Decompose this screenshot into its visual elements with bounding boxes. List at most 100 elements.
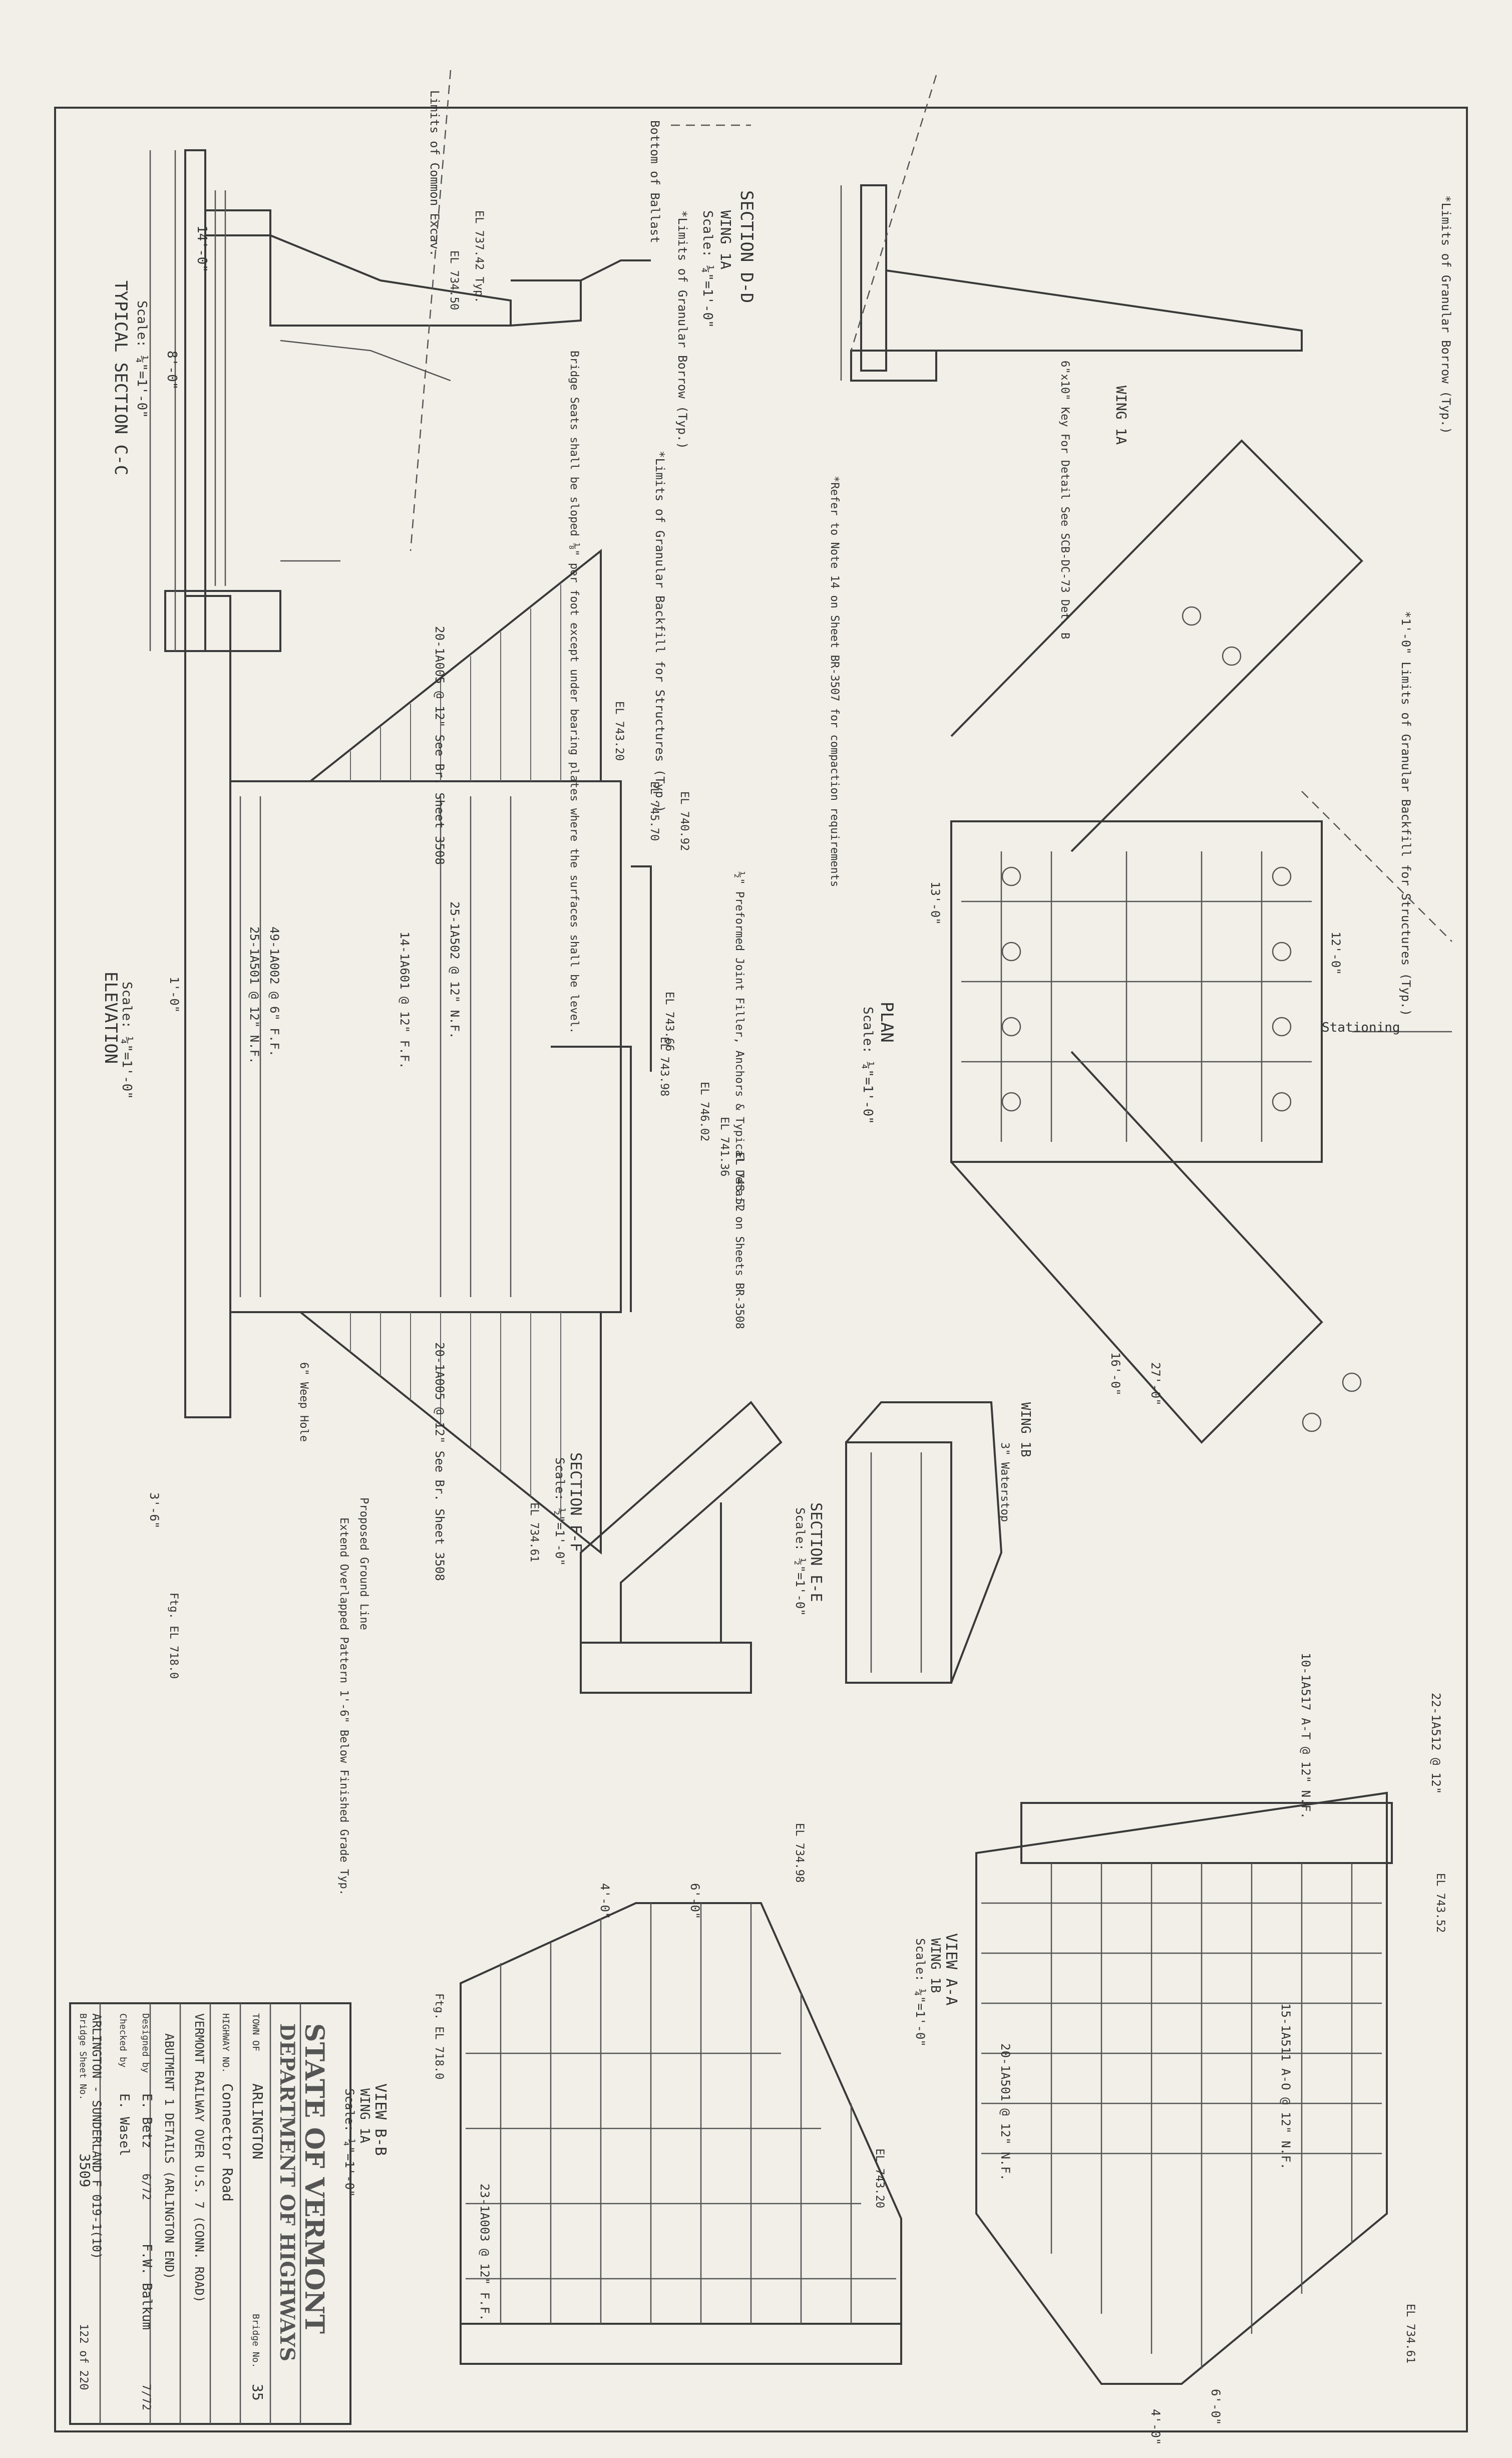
note-limits-excav: Limits of Common Excav.	[428, 90, 442, 256]
section-ee: SECTION E-E Scale: ½"=1'-0" WING 1B 3" W…	[793, 1401, 1033, 1684]
section-ff-title: SECTION F-F	[567, 1452, 584, 1552]
el-743-20b: EL 743.20	[873, 2148, 886, 2208]
wing-1b-label: WING 1B	[1018, 1402, 1033, 1457]
elevation-title: ELEVATION	[101, 972, 121, 1064]
note-granular-borrow-2: *Limits of Granular Borrow (Typ.)	[1439, 195, 1453, 434]
ftg-718-b: Ftg. EL 718.0	[433, 1993, 445, 2079]
rebar-r3: 25-1A502 @ 12" N.F.	[448, 901, 462, 1039]
section-dd-scale: Scale: ¼"=1'-0"	[700, 210, 715, 328]
rebar-r5: 20-1A005 @ 12" See Br. Sheet 3508	[433, 626, 447, 865]
tb-date2: 7/72	[140, 2384, 152, 2410]
tb-project: VERMONT RAILWAY OVER U.S. 7 (CONN. ROAD)	[192, 2013, 206, 2303]
section-ff: SECTION F-F Scale: ½"=1'-0"	[553, 1401, 783, 1694]
tb-detail: ABUTMENT 1 DETAILS (ARLINGTON END)	[162, 2033, 176, 2279]
tb-approved: F.W. Balkum	[139, 2244, 154, 2330]
note-waterstop: 3" Waterstop	[998, 1442, 1011, 1522]
rebar-r9: 20-1A501 @ 12" N.F.	[998, 2043, 1012, 2181]
rebar-r7: 10-1A517 A-T @ 12" N.F.	[1299, 1653, 1313, 1819]
view-bb-sub: WING 1A	[357, 2088, 372, 2143]
tb-highway: Connector Road	[219, 2083, 236, 2202]
tb-town-label: TOWN OF	[250, 2013, 261, 2051]
elevation: ELEVATION Scale: ¼"=1'-0" 49-1A002 @ 6" …	[101, 548, 745, 1896]
tb-date1: 6/72	[140, 2174, 152, 2200]
note-granular-backfill-plan: *1'-0" Limits of Granular Backfill for S…	[1399, 611, 1413, 1016]
view-aa-title: VIEW A-A	[942, 1933, 960, 2006]
dim-3-6: 3'-6"	[147, 1492, 161, 1528]
tb-checked-label: Checked by	[118, 2013, 128, 2068]
section-ee-title: SECTION E-E	[807, 1502, 825, 1602]
stationing-label: Stationing	[1322, 1020, 1400, 1035]
dim-13ft-a: 13'-0"	[928, 881, 942, 925]
wing-1a-section: WING 1A 6"x10" Key For Detail See SCB-DC…	[840, 75, 1453, 639]
dim-16ft: 16'-0"	[1108, 1352, 1122, 1396]
section-dd-sub: WING 1A	[717, 210, 734, 269]
note-weep-hole: 6" Weep Hole	[297, 1362, 310, 1442]
section-dd: SECTION D-D WING 1A Scale: ¼"=1'-0" *Lim…	[653, 190, 841, 887]
rebar-r6: 22-1A512 @ 12"	[1429, 1693, 1443, 1794]
el-734-50: EL 734.50	[448, 250, 460, 310]
tb-town: ARLINGTON	[249, 2083, 266, 2160]
dim-27ft: 27'-0"	[1149, 1362, 1163, 1406]
tb-sheet-of: 122 of 220	[77, 2324, 90, 2390]
dim-6ft: 6'-0"	[688, 1883, 702, 1919]
note-bridge-seats: Bridge Seats shall be sloped ⅛" per foot…	[568, 351, 580, 1034]
dim-12ft: 12'-0"	[1329, 932, 1343, 975]
note-extend-pattern: Extend Overlapped Pattern 1'-6" Below Fi…	[337, 1517, 350, 1896]
section-cc: TYPICAL SECTION C-C Scale: ¼"=1'-0" 14'-…	[111, 70, 751, 1034]
view-bb: VIEW B-B WING 1A Scale: ¼"=1'-0" 23-1A00…	[342, 1823, 902, 2365]
section-dd-title: SECTION D-D	[736, 190, 757, 303]
sheet-border	[54, 107, 1468, 2432]
dim-8ft: 8'-0"	[164, 351, 179, 390]
dim-14ft: 14'-0"	[194, 225, 209, 272]
note-granular-backfill: *Limits of Granular Backfill for Structu…	[653, 451, 667, 812]
el-743-52b: EL 743.52	[1434, 1873, 1446, 1933]
el-743-52: EL 743.52	[733, 1152, 745, 1211]
rebar-r5b: 20-1A005 @ 12" See Br. Sheet 3508	[433, 1342, 447, 1581]
title-block: STATE OF VERMONT DEPARTMENT OF HIGHWAYS …	[69, 2002, 351, 2425]
wing-1a-label: WING 1A	[1113, 386, 1129, 445]
el-737-42: EL 737.42 Typ.	[473, 210, 485, 303]
rebar-r2: 25-1A501 @ 12" N.F.	[247, 927, 261, 1064]
section-ff-scale: Scale: ½"=1'-0"	[553, 1457, 567, 1566]
tb-checked: E. Wasel	[117, 2093, 132, 2156]
view-bb-title: VIEW B-B	[371, 2083, 389, 2156]
note-bottom-ballast: Bottom of Ballast	[648, 120, 662, 243]
dim-1ft: 1'-0"	[167, 977, 181, 1013]
tb-designed: E. Betz	[139, 2093, 154, 2148]
el-746-02: EL 746.02	[698, 1082, 710, 1141]
plan-title: PLAN	[877, 1002, 897, 1043]
el-743-20: EL 743.20	[613, 701, 625, 761]
dim-4ft-b: 4'-0"	[1149, 2409, 1163, 2445]
view-aa: VIEW A-A WING 1B Scale: ¼"=1'-0" 22-1A51…	[913, 1653, 1446, 2445]
dim-4ft: 4'-0"	[598, 1883, 612, 1919]
elevation-scale: Scale: ¼"=1'-0"	[119, 982, 134, 1099]
note-refer: *Refer to Note 14 on Sheet BR-3507 for c…	[828, 476, 841, 887]
plan-scale: Scale: ¼"=1'-0"	[860, 1007, 875, 1124]
tb-sheet-label: Bridge Sheet No.	[78, 2013, 88, 2100]
note-preformed-filler: ½" Preformed Joint Filler, Anchors & Typ…	[733, 871, 745, 1329]
view-aa-sub: WING 1B	[928, 1938, 943, 1993]
note-proposed-ground: Proposed Ground Line	[357, 1497, 370, 1630]
tb-designed-label: Designed by	[140, 2013, 151, 2073]
view-aa-scale: Scale: ¼"=1'-0"	[913, 1938, 927, 2047]
el-734-61b: EL 734.61	[1404, 2304, 1416, 2363]
el-741-36: EL 741.36	[718, 1117, 730, 1176]
section-ee-scale: Scale: ½"=1'-0"	[793, 1507, 807, 1616]
note-granular-borrow: *Limits of Granular Borrow (Typ.)	[675, 210, 689, 449]
el-743-66: EL 743.66	[663, 992, 675, 1051]
rebar-r10: 23-1A003 @ 12" F.F.	[478, 2184, 492, 2321]
plan: PLAN Scale: ¼"=1'-0" Stationing *1'-0" L…	[860, 439, 1452, 1444]
ftg-718: Ftg. EL 718.0	[167, 1593, 180, 1679]
el-743-98: EL 743.98	[658, 1037, 670, 1096]
note-key-detail: 6"x10" Key For Detail See SCB-DC-73 Det.…	[1058, 361, 1071, 639]
section-cc-title: TYPICAL SECTION C-C	[111, 280, 131, 475]
tb-dept: DEPARTMENT OF HIGHWAYS	[275, 2023, 299, 2361]
tb-sheet-no: 3509	[77, 2154, 93, 2187]
tb-bridge-no: 35	[249, 2384, 266, 2401]
tb-state: STATE OF VERMONT	[299, 2023, 329, 2334]
rebar-r8: 15-1A511 A-O @ 12" N.F.	[1279, 2003, 1293, 2170]
el-740-92: EL 740.92	[678, 791, 690, 851]
tb-highway-label: HIGHWAY NO.	[220, 2013, 231, 2073]
